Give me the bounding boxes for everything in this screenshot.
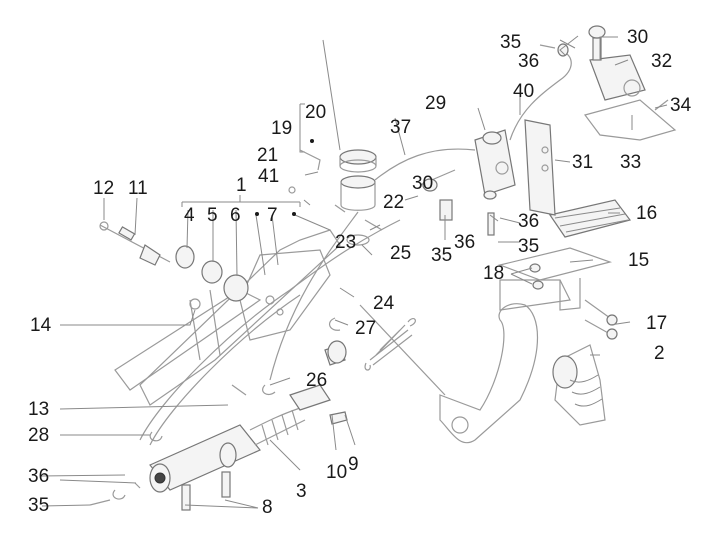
dust-boot (552, 344, 606, 426)
part-label-18[interactable]: 18 (483, 263, 505, 284)
part-label-17[interactable]: 17 (646, 313, 668, 334)
small-parts (89, 43, 669, 506)
part-label-9[interactable]: 9 (348, 454, 359, 475)
part-label-26[interactable]: 26 (306, 370, 328, 391)
part-label-35[interactable]: 35 (500, 32, 522, 53)
group-member-dot (292, 212, 296, 216)
part-label-30[interactable]: 30 (412, 173, 434, 194)
part-label-30[interactable]: 30 (627, 27, 649, 48)
part-label-14[interactable]: 14 (30, 315, 52, 336)
part-label-41[interactable]: 41 (258, 166, 280, 187)
part-label-27[interactable]: 27 (355, 318, 377, 339)
part-label-32[interactable]: 32 (651, 51, 673, 72)
part-label-22[interactable]: 22 (383, 192, 405, 213)
part-label-36[interactable]: 36 (518, 51, 540, 72)
part-label-6[interactable]: 6 (230, 205, 241, 226)
part-label-24[interactable]: 24 (373, 293, 395, 314)
part-label-1[interactable]: 1 (236, 175, 247, 196)
part-label-16[interactable]: 16 (636, 203, 658, 224)
fluid-reservoir (339, 149, 377, 246)
part-label-40[interactable]: 40 (513, 81, 535, 102)
part-label-35[interactable]: 35 (431, 245, 453, 266)
valve-assembly (474, 119, 556, 216)
brake-pedal-arm (359, 279, 571, 444)
group-bracket-1 (181, 195, 301, 207)
group-member-dot (255, 212, 259, 216)
leader-lines (39, 35, 668, 509)
part-label-7[interactable]: 7 (267, 205, 278, 226)
part-label-25[interactable]: 25 (390, 243, 412, 264)
part-label-34[interactable]: 34 (670, 95, 692, 116)
part-label-37[interactable]: 37 (390, 117, 412, 138)
part-label-21[interactable]: 21 (257, 145, 279, 166)
part-label-12[interactable]: 12 (93, 178, 115, 199)
hoses (269, 49, 572, 381)
part-label-35[interactable]: 35 (28, 495, 50, 516)
part-label-31[interactable]: 31 (572, 152, 594, 173)
part-label-36[interactable]: 36 (454, 232, 476, 253)
part-label-11[interactable]: 11 (128, 178, 148, 199)
part-label-8[interactable]: 8 (262, 497, 273, 518)
part-label-2[interactable]: 2 (654, 343, 665, 364)
part-label-13[interactable]: 13 (28, 399, 50, 420)
part-label-28[interactable]: 28 (28, 425, 50, 446)
distributor-assembly (583, 25, 677, 141)
part-label-15[interactable]: 15 (628, 250, 650, 271)
part-label-35[interactable]: 35 (518, 236, 540, 257)
part-label-36[interactable]: 36 (518, 211, 540, 232)
pedal-pad (497, 199, 632, 311)
part-label-23[interactable]: 23 (335, 232, 357, 253)
part-label-29[interactable]: 29 (425, 93, 447, 114)
pedal-frame (114, 219, 401, 446)
master-cylinder (149, 384, 348, 511)
part-label-36[interactable]: 36 (28, 466, 50, 487)
part-label-33[interactable]: 33 (620, 152, 642, 173)
part-label-4[interactable]: 4 (184, 205, 195, 226)
return-spring (364, 318, 416, 371)
part-label-3[interactable]: 3 (296, 481, 307, 502)
group-member-dot (310, 139, 314, 143)
part-label-10[interactable]: 10 (326, 462, 348, 483)
part-label-5[interactable]: 5 (207, 205, 218, 226)
part-label-20[interactable]: 20 (305, 102, 327, 123)
part-label-19[interactable]: 19 (271, 118, 293, 139)
